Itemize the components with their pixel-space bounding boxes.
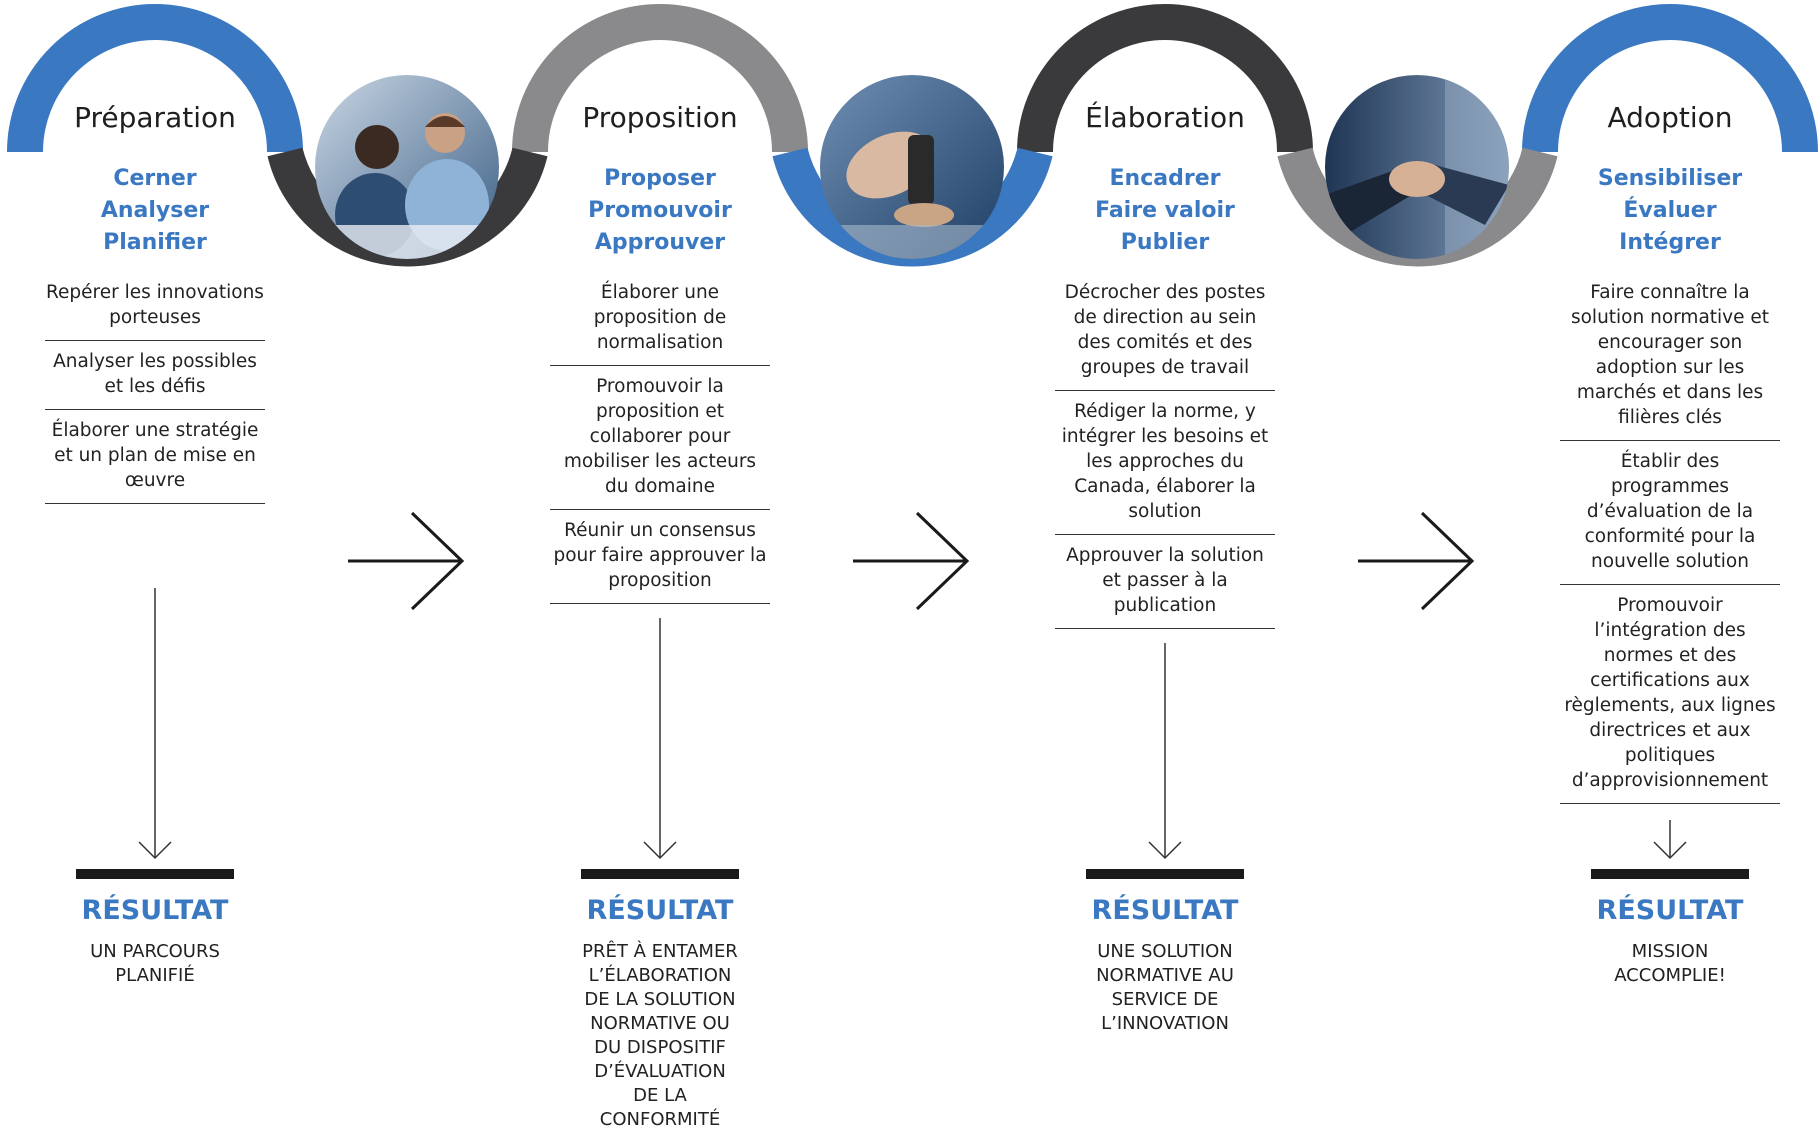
stage-step: Promouvoir la proposition et collaborer …: [550, 366, 770, 510]
arrow-down-icon: [1653, 820, 1687, 860]
stage-step: Promouvoir l’intégration des normes et d…: [1560, 585, 1780, 804]
stage-verbs: Cerner Analyser Planifier: [25, 163, 285, 259]
stage-verb: Proposer: [604, 166, 716, 191]
stage-steps: Élaborer une proposition de normalisatio…: [550, 272, 770, 604]
result-bar: [1591, 869, 1749, 879]
stage-verbs: Encadrer Faire valoir Publier: [1035, 163, 1295, 259]
stage-verb: Cerner: [113, 166, 197, 191]
stage-proposition: Proposition Proposer Promouvoir Approuve…: [530, 0, 790, 1130]
rubber-stamp-photo: [820, 75, 1004, 259]
result-label: RÉSULTAT: [1091, 895, 1239, 926]
stage-preparation: Préparation Cerner Analyser Planifier Re…: [25, 0, 285, 1104]
result-text: MISSION ACCOMPLIE!: [1614, 941, 1726, 986]
stage-elaboration: Élaboration Encadrer Faire valoir Publie…: [1035, 0, 1295, 1104]
arrow-right-icon: [348, 511, 465, 611]
result-text: PRÊT À ENTAMER L’ÉLABORATION DE LA SOLUT…: [582, 941, 738, 1130]
team-meeting-photo: [315, 75, 499, 259]
stage-verb: Sensibiliser: [1597, 166, 1743, 191]
result-text: UN PARCOURS PLANIFIÉ: [90, 941, 220, 986]
result-bar: [581, 869, 739, 879]
stage-steps: Faire connaître la solution normative et…: [1560, 272, 1780, 804]
result-label: RÉSULTAT: [586, 895, 734, 926]
stage-step: Repérer les innovations porteuses: [45, 272, 265, 341]
stage-steps: Repérer les innovations porteuses Analys…: [45, 272, 265, 504]
stage-step: Élaborer une stratégie et un plan de mis…: [45, 410, 265, 504]
arc-preparation: [7, 4, 303, 153]
stage-verb: Évaluer: [1623, 198, 1717, 223]
result-bar: [76, 869, 234, 879]
stage-adoption: Adoption Sensibiliser Évaluer Intégrer F…: [1540, 0, 1800, 1104]
stage-step: Rédiger la norme, y intégrer les besoins…: [1055, 391, 1275, 535]
arrow-down-icon: [1148, 643, 1182, 860]
stage-step: Faire connaître la solution normative et…: [1560, 272, 1780, 441]
result-label: RÉSULTAT: [1596, 895, 1744, 926]
stage-verb: Encadrer: [1109, 166, 1221, 191]
stage-title: Préparation: [74, 101, 236, 134]
arc-elaboration: [1017, 4, 1313, 153]
stage-step: Établir des programmes d’évaluation de l…: [1560, 441, 1780, 585]
arrow-right-icon: [853, 511, 970, 611]
stage-verb: Intégrer: [1619, 230, 1721, 255]
arc-adoption: [1522, 4, 1818, 153]
stage-step: Élaborer une proposition de normalisatio…: [550, 272, 770, 366]
stage-verb: Publier: [1120, 230, 1210, 255]
stage-step: Analyser les possibles et les défis: [45, 341, 265, 410]
stage-title: Adoption: [1607, 101, 1733, 134]
arrow-down-icon: [138, 588, 172, 860]
arrow-right-icon: [1358, 511, 1475, 611]
stage-verb: Promouvoir: [588, 198, 732, 223]
stage-verb: Analyser: [100, 198, 210, 223]
stage-verb: Approuver: [594, 230, 726, 255]
stage-verbs: Proposer Promouvoir Approuver: [530, 163, 790, 259]
stage-verb: Faire valoir: [1095, 198, 1235, 223]
stage-steps: Décrocher des postes de direction au sei…: [1055, 272, 1275, 629]
result-label: RÉSULTAT: [81, 895, 229, 926]
result-bar: [1086, 869, 1244, 879]
result-text: UNE SOLUTION NORMATIVE AU SERVICE DE L’I…: [1096, 941, 1234, 1034]
arrow-down-icon: [643, 618, 677, 860]
stage-step: Réunir un consensus pour faire approuver…: [550, 510, 770, 604]
stage-verb: Planifier: [103, 230, 207, 255]
stage-step: Approuver la solution et passer à la pub…: [1055, 535, 1275, 629]
handshake-photo: [1325, 75, 1509, 259]
stage-title: Proposition: [582, 101, 738, 134]
stage-step: Décrocher des postes de direction au sei…: [1055, 272, 1275, 391]
stage-verbs: Sensibiliser Évaluer Intégrer: [1540, 163, 1800, 259]
stage-title: Élaboration: [1085, 101, 1245, 134]
arc-proposition: [512, 4, 808, 153]
